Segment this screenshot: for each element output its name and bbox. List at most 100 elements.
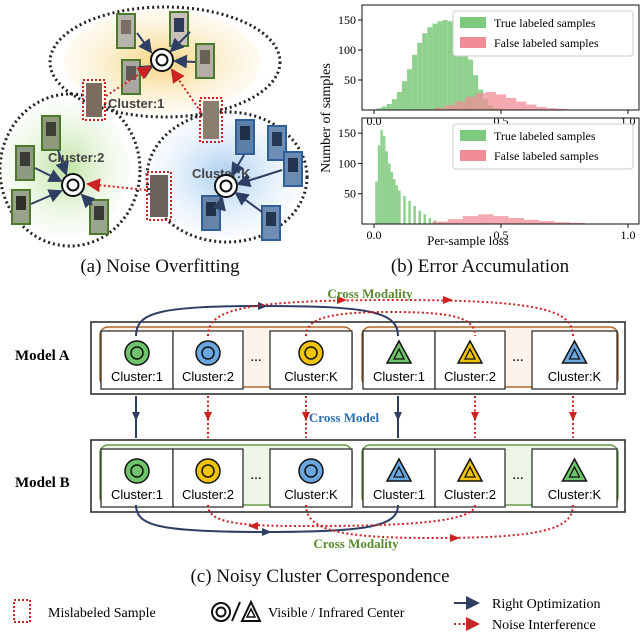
y-tick-label: 50 — [344, 187, 356, 201]
histogram-bar — [434, 107, 446, 110]
x-tick-label: 1.0 — [621, 228, 636, 242]
histogram-bar — [432, 23, 438, 111]
cluster-2-label: Cluster:2 — [48, 150, 104, 165]
histogram-bar — [465, 96, 476, 110]
visible-center-inner — [201, 346, 215, 360]
y-tick-label: 100 — [338, 156, 356, 170]
caption-b: (b) Error Accumulation — [390, 256, 570, 277]
y-axis-label: Number of samples — [319, 63, 334, 173]
chart-legend-label: True labeled samples — [494, 16, 596, 30]
cluster-1-label: Cluster:1 — [108, 96, 164, 111]
person-figure — [121, 20, 131, 34]
histogram-bar — [455, 101, 466, 110]
histogram-bar — [526, 104, 537, 110]
cluster-cell-label: Cluster:K — [548, 487, 602, 502]
y-tick-label: 150 — [338, 126, 356, 140]
histogram-bar — [408, 200, 411, 224]
mislabeled-sample-2 — [199, 97, 223, 143]
histogram-bar — [467, 59, 474, 110]
histogram-bar — [381, 106, 387, 110]
histogram-bar — [506, 98, 517, 110]
cluster-cell-label: Cluster:K — [284, 369, 338, 384]
noise-arc-bottom — [305, 504, 574, 540]
arrow-right-opt — [80, 193, 96, 209]
arrow-right-opt — [230, 154, 245, 177]
y-tick-label: 150 — [338, 13, 356, 27]
histogram-bar — [395, 185, 399, 224]
visible-center-icon — [124, 340, 150, 366]
y-tick-label: 100 — [338, 43, 356, 57]
cluster-cell-label: Cluster:K — [548, 369, 602, 384]
infrared-center-icon — [240, 599, 262, 622]
x-tick-label: 0.0 — [367, 228, 382, 242]
infrared-center-inner — [463, 465, 477, 478]
histogram-bar — [516, 101, 527, 110]
panel-b: Number of samples Per-sample loss 0.0 0.5… — [319, 4, 640, 248]
histogram-bar — [432, 221, 448, 224]
histogram-bar — [390, 171, 394, 224]
histogram-bar — [417, 42, 423, 110]
legend-noise: Noise Interference — [492, 618, 596, 633]
model-a-label: Model A — [15, 348, 70, 364]
histogram-bar — [385, 151, 388, 224]
chart-legend-label: False labeled samples — [494, 149, 599, 163]
legend-mislabeled: Mislabeled Sample — [48, 606, 156, 621]
histogram-bar — [407, 69, 413, 110]
person-figure — [200, 50, 210, 64]
infrared-center-inner — [568, 347, 581, 360]
cluster-1-center — [150, 48, 174, 72]
histogram-bar — [428, 217, 432, 224]
histogram-bar — [375, 181, 378, 224]
histogram-bar — [403, 196, 406, 224]
visible-center-inner — [201, 464, 215, 478]
visible-center-icon — [298, 340, 324, 366]
arrow-head — [204, 412, 212, 421]
histogram-bar — [569, 222, 585, 224]
histogram-bar — [554, 222, 570, 224]
x-axis-label: Per-sample loss — [427, 233, 509, 248]
legend: Mislabeled Sample Visible / Infrared Cen… — [13, 596, 601, 633]
histogram-bar — [387, 163, 391, 224]
legend-right-opt: Right Optimization — [492, 597, 601, 612]
cluster-k-boundary — [145, 110, 309, 244]
arrow-right-opt — [30, 189, 63, 205]
cluster-cell-label: Cluster:K — [284, 487, 338, 502]
infrared-center-icon — [561, 339, 588, 364]
histogram-bar — [382, 136, 386, 224]
cluster-2-center — [61, 173, 85, 197]
histogram-bar — [457, 34, 463, 110]
histogram-bar — [447, 21, 453, 111]
cluster-cell-label: Cluster:1 — [111, 487, 163, 502]
infrared-center-icon — [456, 457, 484, 482]
visible-center-inner — [130, 346, 144, 360]
histogram-bar — [462, 216, 479, 224]
mislabeled-legend-icon — [13, 599, 31, 623]
histogram-bar — [478, 214, 494, 224]
cluster-1-images — [116, 11, 215, 95]
cluster-cell-label: Cluster:2 — [444, 369, 496, 384]
arrow-right-opt — [236, 169, 283, 188]
x-tick-label: 0.5 — [494, 228, 509, 242]
chart-legend-label: False labeled samples — [494, 36, 599, 50]
person-figure — [126, 66, 136, 80]
arrow-head — [248, 522, 258, 530]
histogram-bar — [427, 27, 433, 111]
cluster-2-images — [11, 115, 109, 235]
histogram-bar — [423, 214, 427, 224]
histogram-bar — [376, 108, 382, 110]
histogram-bar — [475, 93, 486, 110]
caption-a: (a) Noise Overfitting — [80, 256, 240, 277]
histogram-bar — [493, 216, 509, 224]
cross-modality-top-label: Cross Modality — [327, 286, 413, 301]
histogram-bar — [485, 92, 496, 110]
cluster-cell-label: Cluster:1 — [111, 369, 163, 384]
ellipsis: ... — [512, 349, 523, 365]
visible-center-inner — [304, 464, 318, 478]
visible-center-icon — [298, 458, 324, 484]
